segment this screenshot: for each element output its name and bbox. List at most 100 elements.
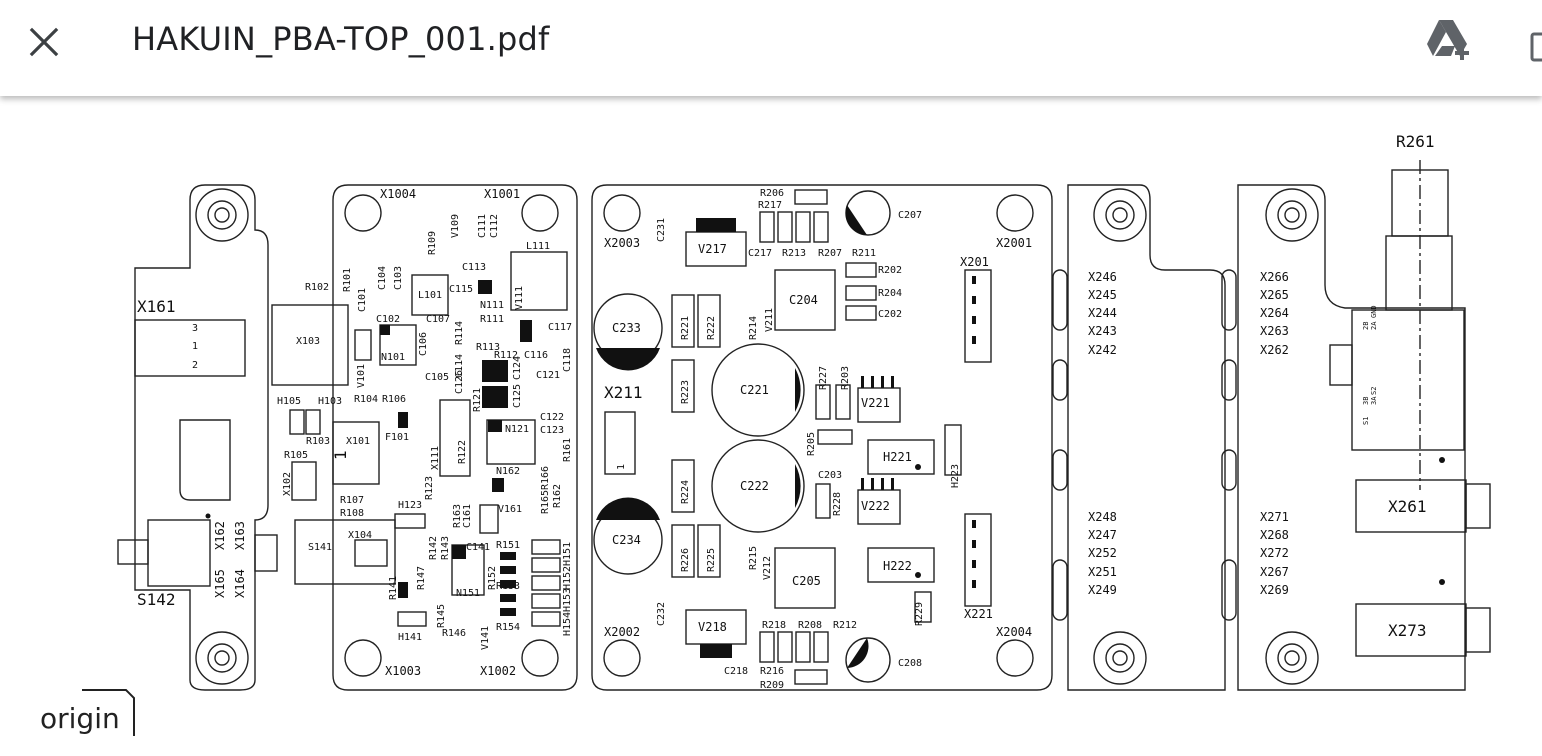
pcb-drawing: R261 X161 3 1 2 S142 X162 X163 X164 X165… (117, 132, 1491, 691)
h151-label: H151 (562, 542, 573, 566)
n111-label: N111 (480, 300, 504, 311)
x165-label: X165 (213, 569, 227, 598)
x161-label: X161 (137, 297, 176, 316)
x264-label: X264 (1260, 306, 1289, 320)
x1004-label: X1004 (380, 187, 416, 201)
r152-label: R152 (487, 566, 498, 590)
x263-label: X263 (1260, 324, 1289, 338)
c111-label: C111 (477, 214, 488, 238)
r211-label: R211 (852, 248, 876, 259)
c101-label: C101 (357, 288, 368, 312)
r143-label: R143 (440, 536, 451, 560)
h154-label: H154 (562, 612, 573, 636)
r209-label: R209 (760, 680, 784, 691)
close-button[interactable] (22, 22, 66, 62)
n151-label: N151 (456, 588, 480, 599)
center-module-outline (591, 184, 1053, 691)
overflow-menu-button[interactable] (1526, 24, 1542, 64)
close-icon (29, 27, 59, 57)
r154-label: R154 (496, 622, 520, 633)
c118-label: C118 (562, 348, 573, 372)
x246-label: X246 (1088, 270, 1117, 284)
r206-label: R206 (760, 188, 784, 199)
r216-label: R216 (760, 666, 784, 677)
c103-label: C103 (393, 266, 404, 290)
r112-label: R112 (494, 350, 518, 361)
jack-pin-gnd: GND (1370, 305, 1378, 318)
c233-label: C233 (612, 321, 641, 335)
h153-label: H153 (562, 588, 573, 612)
v111-label: V111 (514, 286, 525, 310)
c126-label: C126 (454, 370, 465, 394)
x211-label: X211 (604, 383, 643, 402)
r147-label: R147 (416, 566, 427, 590)
jack-pin-2b: 2B (1362, 322, 1370, 330)
c112-label: C112 (489, 214, 500, 238)
right-b-labels-top: X266 X265 X264 X263 X262 (1260, 270, 1289, 357)
l101-label: L101 (418, 290, 442, 301)
r146-label: R146 (442, 628, 466, 639)
x103-label: X103 (296, 336, 320, 347)
v109-label: V109 (450, 214, 461, 238)
c217-label: C217 (748, 248, 772, 259)
x247-label: X247 (1088, 528, 1117, 542)
x111-label: X111 (430, 446, 441, 470)
right-a-labels-bottom: X248 X247 X252 X251 X249 (1088, 510, 1117, 597)
h141-label: H141 (398, 632, 422, 643)
x2001-label: X2001 (996, 236, 1032, 250)
c105-label: C105 (425, 372, 449, 383)
c234-label: C234 (612, 533, 641, 547)
r213-label: R213 (782, 248, 806, 259)
r141-label: R141 (388, 576, 399, 600)
r204-label: R204 (878, 288, 902, 299)
r105-label: R105 (284, 450, 308, 461)
app-bar: HAKUIN_PBA-TOP_001.pdf (0, 0, 1542, 96)
h222-label: H222 (883, 559, 912, 573)
pdf-page[interactable]: R261 X161 3 1 2 S142 X162 X163 X164 X165… (0, 98, 1542, 752)
x2003-label: X2003 (604, 236, 640, 250)
c203-label: C203 (818, 470, 842, 481)
x101-pin1: 1 (331, 450, 350, 460)
r226-label: R226 (680, 548, 691, 572)
x251-label: X251 (1088, 565, 1117, 579)
c161-label: C161 (462, 504, 473, 528)
jack-pin-s1: S1 (1362, 417, 1370, 425)
c102-label: C102 (376, 314, 400, 325)
add-to-drive-button[interactable] (1425, 18, 1477, 62)
x2004-label: X2004 (996, 625, 1032, 639)
n162-label: N162 (496, 466, 520, 477)
v212-label: V212 (762, 556, 773, 580)
r218-label: R218 (762, 620, 786, 631)
x162-label: X162 (213, 521, 227, 550)
c231-label: C231 (656, 218, 667, 242)
jack-pin-s2: S2 (1370, 387, 1378, 395)
r205-label: R205 (806, 432, 817, 456)
c106-label: C106 (418, 332, 429, 356)
r166-label: R166 (540, 466, 551, 490)
c208-label: C208 (898, 658, 922, 669)
r111-label: R111 (480, 314, 504, 325)
pin-2: 2 (192, 360, 198, 371)
c218-label: C218 (724, 666, 748, 677)
r151-label: R151 (496, 540, 520, 551)
r102-label: R102 (305, 282, 329, 293)
c104-label: C104 (377, 266, 388, 290)
x272-label: X272 (1260, 546, 1289, 560)
x252-label: X252 (1088, 546, 1117, 560)
add-to-drive-icon (1427, 20, 1469, 60)
l111-label: L111 (526, 241, 550, 252)
x211-pin1: 1 (616, 464, 627, 470)
r114-label: R114 (454, 321, 465, 345)
x221-label: X221 (964, 607, 993, 621)
r261-label: R261 (1396, 132, 1435, 151)
h103-label: H103 (318, 396, 342, 407)
pin-3: 3 (192, 323, 198, 334)
r113-label: R113 (476, 342, 500, 353)
x269-label: X269 (1260, 583, 1289, 597)
r212-label: R212 (833, 620, 857, 631)
h105-label: H105 (277, 396, 301, 407)
right-a-labels-top: X246 X245 X244 X243 X242 (1088, 270, 1117, 357)
c232-label: C232 (656, 602, 667, 626)
x249-label: X249 (1088, 583, 1117, 597)
x242-label: X242 (1088, 343, 1117, 357)
